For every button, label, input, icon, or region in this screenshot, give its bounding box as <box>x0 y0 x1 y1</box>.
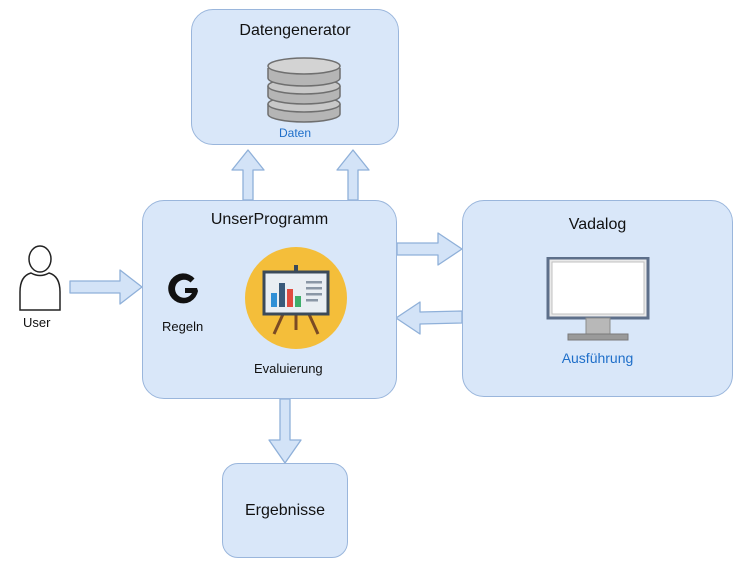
ergebnisse-title: Ergebnisse <box>244 502 326 519</box>
arrow-vadalog-to-program <box>395 301 463 335</box>
arrow-program-to-vadalog <box>396 232 463 266</box>
datengenerator-box: Datengenerator Daten <box>191 9 399 145</box>
arrow-up-left <box>231 149 265 201</box>
rules-label: Regeln <box>162 319 204 334</box>
userprogramm-box: UnserProgramm Regeln Evaluierung <box>142 200 397 399</box>
vadalog-box: Vadalog Ausführung <box>462 200 733 397</box>
arrow-down-to-ergebnisse <box>268 398 302 464</box>
ergebnisse-box: Ergebnisse <box>222 463 348 558</box>
vadalog-caption: Ausführung <box>561 350 634 366</box>
user-label: User <box>23 315 51 330</box>
user-icon <box>19 245 61 311</box>
evaluation-label: Evaluierung <box>254 361 323 376</box>
monitor-icon <box>546 257 650 341</box>
userprogramm-title: UnserProgramm <box>210 211 329 228</box>
arrow-up-right <box>336 149 370 201</box>
vadalog-title: Vadalog <box>568 216 627 233</box>
database-icon <box>267 57 341 123</box>
datengenerator-title: Datengenerator <box>239 22 351 39</box>
google-g-icon <box>168 273 198 304</box>
arrow-user-to-program <box>69 269 143 305</box>
presentation-board-icon <box>245 247 347 349</box>
datengenerator-caption: Daten <box>278 126 312 140</box>
